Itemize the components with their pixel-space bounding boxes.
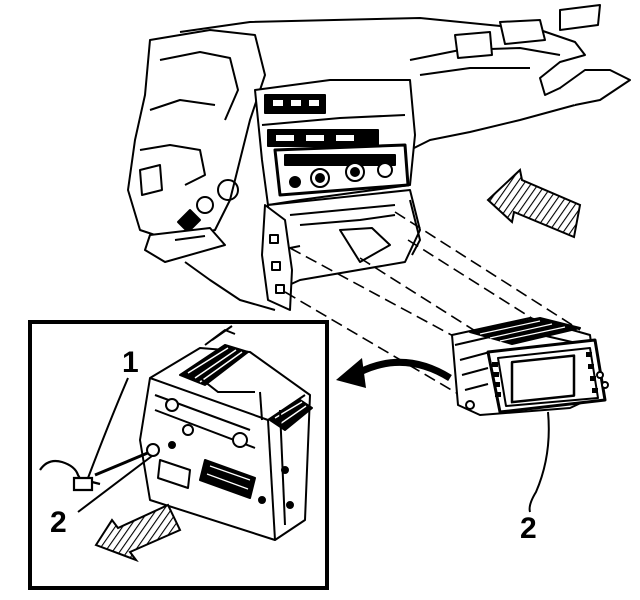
main-radio-callout: 2 [520, 411, 550, 545]
remove-direction-arrow-icon [94, 503, 182, 563]
detail-inset: 1 2 [28, 320, 329, 590]
inset-radio-rear-unit [94, 325, 313, 541]
inset-callouts [77, 377, 263, 513]
inset-radio-leader-line [77, 455, 153, 513]
instrument-panel-carrier [127, 4, 631, 311]
inset-bulb-socket [39, 459, 101, 492]
inset-radio-callout-number: 2 [50, 506, 67, 539]
inset-part-leader-a [199, 377, 255, 393]
main-radio-callout-number: 2 [520, 512, 537, 545]
radio-receiver-unit [451, 317, 609, 416]
inset-bulb-leader-line [87, 377, 129, 479]
inset-part-leader-b [259, 391, 263, 421]
inset-bulb-callout-number: 1 [122, 346, 139, 379]
main-radio-leader-line [528, 411, 550, 513]
install-direction-arrow-icon [486, 168, 582, 239]
detail-view-arrow-icon [336, 358, 452, 388]
